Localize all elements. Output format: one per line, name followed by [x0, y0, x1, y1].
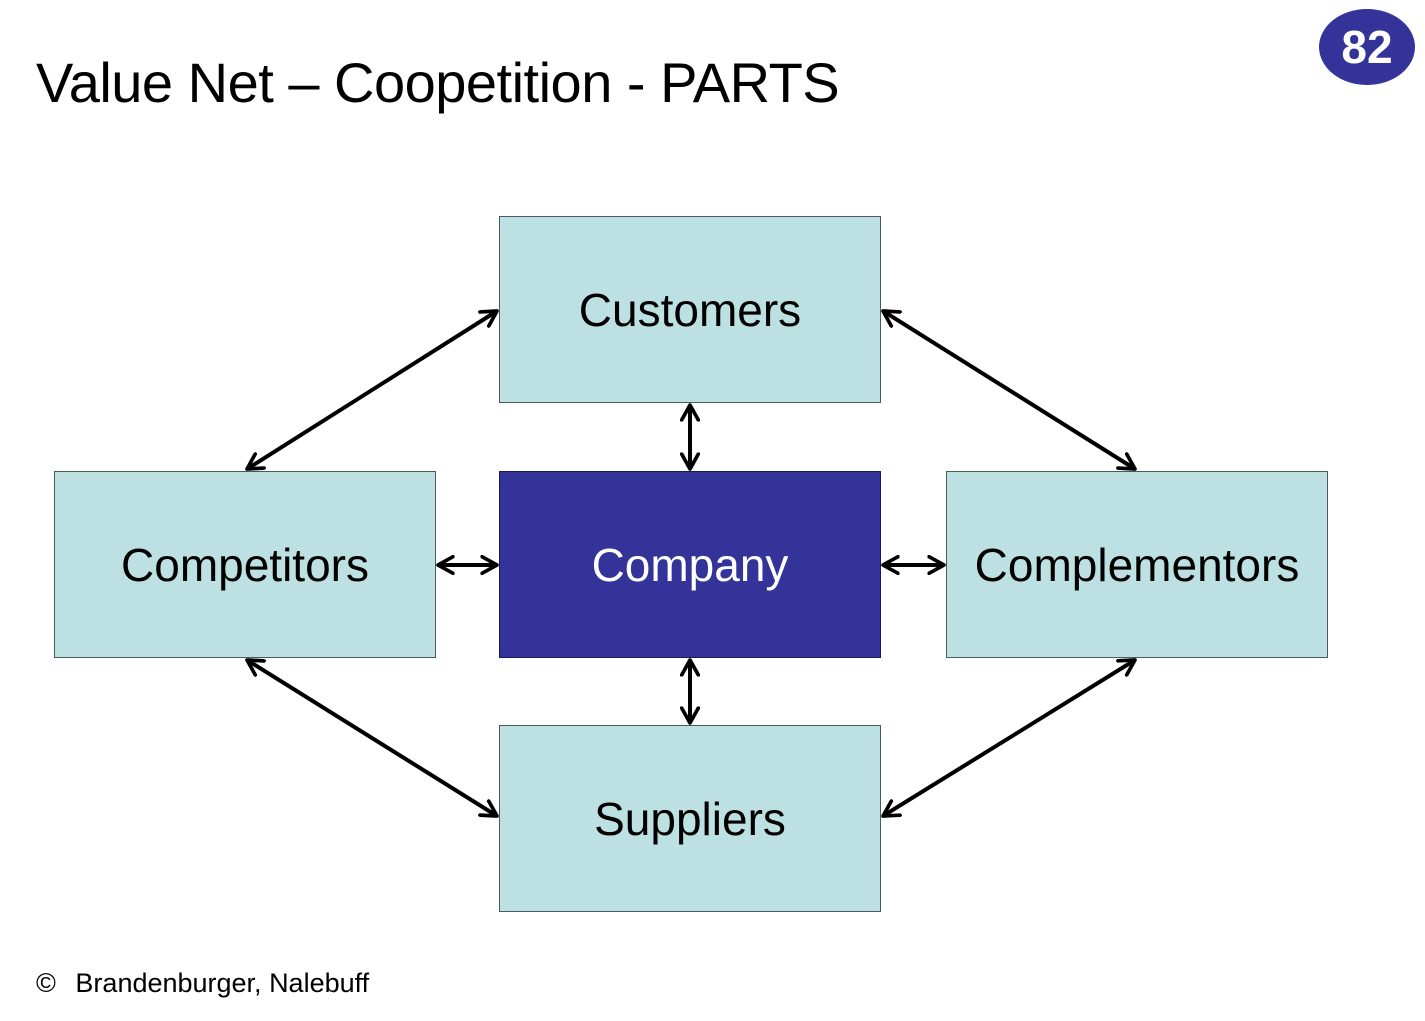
node-company: Company: [499, 471, 881, 658]
node-label: Suppliers: [594, 792, 786, 845]
node-label: Complementors: [974, 538, 1300, 591]
copyright-footer: © Brandenburger, Nalebuff: [36, 968, 369, 999]
node-competitors: Competitors: [54, 471, 436, 658]
arrow-customers-complementors: [883, 311, 1135, 469]
node-suppliers: Suppliers: [499, 725, 881, 912]
arrow-complementors-suppliers: [883, 660, 1135, 816]
node-label: Competitors: [121, 538, 369, 591]
node-label: Company: [591, 538, 789, 591]
arrow-competitors-suppliers: [247, 660, 497, 816]
slide-title: Value Net – Coopetition - PARTS: [36, 51, 840, 114]
copyright-text: Brandenburger, Nalebuff: [75, 968, 370, 998]
copyright-icon: ©: [36, 968, 56, 998]
page-number-badge: 82: [1319, 9, 1415, 85]
node-label: Customers: [578, 283, 802, 336]
node-customers: Customers: [499, 216, 881, 403]
arrow-customers-competitors: [247, 311, 497, 469]
node-complementors: Complementors: [946, 471, 1328, 658]
